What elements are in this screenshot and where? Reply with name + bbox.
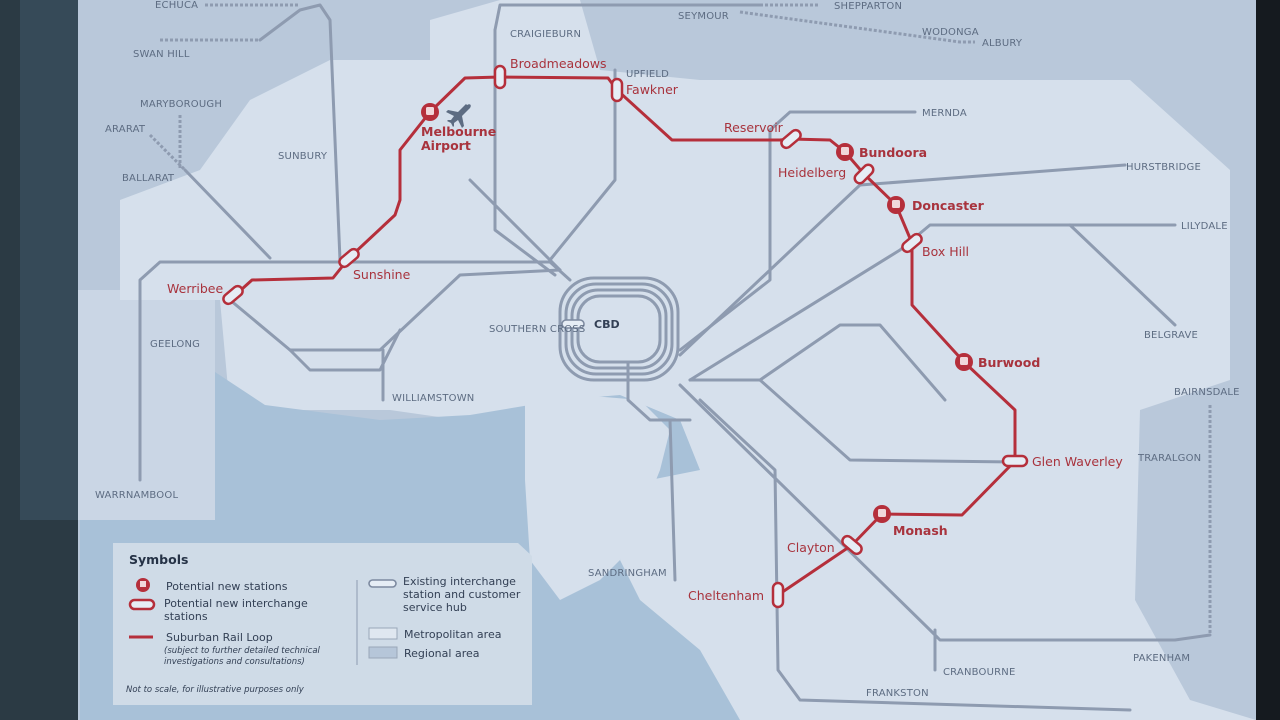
- svg-text:Sunshine: Sunshine: [353, 267, 411, 282]
- svg-text:Burwood: Burwood: [978, 355, 1040, 370]
- svg-text:Box Hill: Box Hill: [922, 244, 969, 259]
- svg-text:MARYBOROUGH: MARYBOROUGH: [140, 99, 222, 110]
- svg-text:SOUTHERN CROSS: SOUTHERN CROSS: [489, 324, 585, 335]
- train-icon: [136, 578, 150, 592]
- svg-text:UPFIELD: UPFIELD: [626, 69, 669, 80]
- svg-text:Doncaster: Doncaster: [912, 198, 985, 213]
- svg-text:SANDRINGHAM: SANDRINGHAM: [588, 568, 667, 579]
- svg-text:Glen Waverley: Glen Waverley: [1032, 454, 1123, 469]
- train-icon: [955, 353, 973, 371]
- svg-text:CRAIGIEBURN: CRAIGIEBURN: [510, 29, 581, 40]
- svg-text:WODONGA: WODONGA: [922, 27, 979, 38]
- frame-right: [1255, 0, 1280, 720]
- svg-text:Broadmeadows: Broadmeadows: [510, 56, 607, 71]
- svg-text:TRARALGON: TRARALGON: [1137, 453, 1201, 464]
- rail-loop-station-labels: Werribee Sunshine Melbourne Broadmeadows…: [167, 56, 1123, 603]
- train-icon: [421, 103, 439, 121]
- legend-title: Symbols: [129, 552, 188, 567]
- svg-text:ALBURY: ALBURY: [982, 38, 1023, 49]
- svg-text:FRANKSTON: FRANKSTON: [866, 688, 929, 699]
- svg-text:BALLARAT: BALLARAT: [122, 173, 175, 184]
- svg-text:LILYDALE: LILYDALE: [1181, 221, 1228, 232]
- svg-text:Bundoora: Bundoora: [859, 145, 927, 160]
- svg-text:SUNBURY: SUNBURY: [278, 151, 328, 162]
- airplane-icon: [446, 104, 471, 128]
- legend: Symbols Potential new stations Potential…: [113, 543, 532, 705]
- svg-text:WARRNAMBOOL: WARRNAMBOOL: [95, 490, 178, 501]
- svg-text:GEELONG: GEELONG: [150, 339, 200, 350]
- svg-text:Clayton: Clayton: [787, 540, 835, 555]
- svg-text:Fawkner: Fawkner: [626, 82, 679, 97]
- svg-text:Cheltenham: Cheltenham: [688, 588, 764, 603]
- svg-text:Reservoir: Reservoir: [724, 120, 784, 135]
- svg-text:ARARAT: ARARAT: [105, 124, 146, 135]
- svg-text:MERNDA: MERNDA: [922, 108, 967, 119]
- svg-text:Melbourne: Melbourne: [421, 124, 496, 139]
- svg-text:Metropolitan area: Metropolitan area: [404, 628, 501, 641]
- svg-text:Suburban Rail Loop: Suburban Rail Loop: [166, 631, 273, 644]
- svg-text:Monash: Monash: [893, 523, 948, 538]
- cbd-loop: [558, 276, 680, 382]
- svg-text:SEYMOUR: SEYMOUR: [678, 11, 729, 22]
- svg-text:ECHUCA: ECHUCA: [155, 0, 198, 11]
- airport-label-line2: Airport: [421, 138, 471, 153]
- svg-text:SWAN HILL: SWAN HILL: [133, 49, 190, 60]
- svg-text:BAIRNSDALE: BAIRNSDALE: [1174, 387, 1240, 398]
- svg-text:Werribee: Werribee: [167, 281, 223, 296]
- svg-text:CBD: CBD: [594, 318, 620, 331]
- svg-text:HURSTBRIDGE: HURSTBRIDGE: [1126, 162, 1201, 173]
- svg-text:Potential new stations: Potential new stations: [166, 580, 288, 593]
- svg-text:Regional area: Regional area: [404, 647, 479, 660]
- interchange-stations: [222, 64, 1029, 609]
- svg-text:CRANBOURNE: CRANBOURNE: [943, 667, 1015, 678]
- svg-text:BELGRAVE: BELGRAVE: [1144, 330, 1198, 341]
- svg-text:PAKENHAM: PAKENHAM: [1133, 653, 1190, 664]
- train-icon: [836, 143, 854, 161]
- svg-text:Heidelberg: Heidelberg: [778, 165, 846, 180]
- train-icon: [887, 196, 905, 214]
- svg-text:WILLIAMSTOWN: WILLIAMSTOWN: [392, 393, 475, 404]
- train-icon: [873, 505, 891, 523]
- new-stations: [421, 103, 973, 523]
- svg-text:SHEPPARTON: SHEPPARTON: [834, 1, 902, 12]
- svg-text:Not to scale, for illustrative: Not to scale, for illustrative purposes …: [126, 685, 305, 695]
- metropolitan-area: [120, 0, 1256, 720]
- regional-station-labels: ECHUCA SWAN HILL MARYBOROUGH ARARAT BALL…: [95, 0, 1240, 699]
